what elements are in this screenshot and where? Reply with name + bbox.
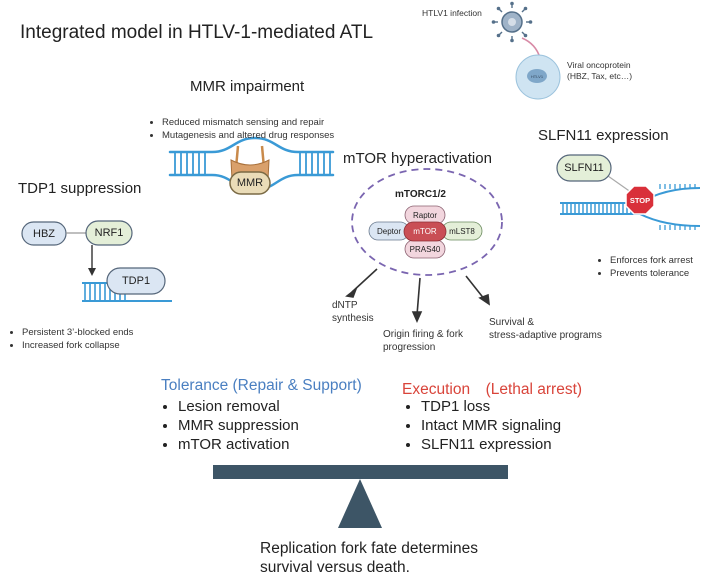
mtor-heading: mTOR hyperactivation: [343, 150, 492, 167]
execution-item-3: SLFN11 expression: [421, 435, 561, 454]
execution-list: TDP1 loss Intact MMR signaling SLFN11 ex…: [403, 397, 561, 454]
dntp-synthesis-label: dNTP synthesis: [332, 300, 374, 324]
mmr-protein-label: MMR: [236, 177, 264, 189]
footer-conclusion: Replication fork fate determines surviva…: [260, 540, 478, 576]
mtor-shape: [403, 221, 447, 242]
virus-icon: [491, 1, 533, 43]
viral-oncoprotein-label: Viral oncoprotein (HBZ, Tax, etc…): [567, 60, 657, 82]
slfn11-dna-fork: [560, 184, 701, 230]
mtorc-label: mTORC1/2: [395, 189, 446, 200]
viral-oncoprotein-title: Viral oncoprotein: [567, 60, 631, 70]
slfn11-label: SLFN11: [564, 162, 604, 174]
mlst8-label: mLST8: [449, 226, 475, 236]
execution-heading: Execution (Lethal arrest): [402, 381, 583, 398]
mtor-label: mTOR: [413, 227, 437, 236]
tdp1-bullets: Persistent 3’-blocked ends Increased for…: [10, 326, 210, 352]
tdp1-heading: TDP1 suppression: [18, 180, 142, 197]
tolerance-item-1: Lesion removal: [178, 397, 299, 416]
balance-scale-icon: [213, 465, 508, 528]
tdp1-label: TDP1: [121, 275, 151, 287]
deptor-label: Deptor: [376, 226, 401, 236]
mmr-bullets: Reduced mismatch sensing and repair Muta…: [150, 116, 370, 142]
execution-item-2: Intact MMR signaling: [421, 416, 561, 435]
mtorc-boundary: [351, 168, 503, 276]
tolerance-item-3: mTOR activation: [178, 435, 299, 454]
mtor-output-arrows: [345, 268, 490, 323]
tolerance-list: Lesion removal MMR suppression mTOR acti…: [160, 397, 299, 454]
nrf1-tdp1-arrowhead: [88, 268, 96, 276]
tolerance-heading: Tolerance (Repair & Support): [161, 377, 362, 394]
slfn11-heading: SLFN11 expression: [538, 127, 669, 144]
tdp1-bullet-2: Increased fork collapse: [22, 339, 210, 352]
stop-sign-icon: [625, 185, 655, 215]
nrf1-label: NRF1: [94, 227, 124, 239]
slfn11-bullets: Enforces fork arrest Prevents tolerance: [598, 254, 718, 280]
viral-oncoprotein-examples: (HBZ, Tax, etc…): [567, 71, 633, 81]
mmr-heading: MMR impairment: [190, 78, 305, 95]
pras40-label: PRAS40: [409, 244, 441, 254]
mmr-protein-icon: [229, 145, 271, 195]
tdp1-pill-shape: [106, 267, 166, 295]
mmr-bullet-1: Reduced mismatch sensing and repair: [162, 116, 370, 129]
stop-sign-label: STOP: [629, 195, 651, 205]
mmr-dna-helix: [168, 136, 335, 192]
origin-firing-label: Origin firing & fork progression: [383, 329, 464, 353]
htlv1-infection-label: HTLV1 infection: [422, 8, 482, 18]
infected-cell-label: HTLV1: [531, 74, 544, 79]
page-title: Integrated model in HTLV-1-mediated ATL: [20, 22, 374, 43]
execution-item-1: TDP1 loss: [421, 397, 561, 416]
mmr-bullet-2: Mutagenesis and altered drug responses: [162, 129, 370, 142]
tolerance-item-2: MMR suppression: [178, 416, 299, 435]
slfn11-bullet-2: Prevents tolerance: [610, 267, 718, 280]
tdp1-bullet-1: Persistent 3’-blocked ends: [22, 326, 210, 339]
raptor-label: Raptor: [412, 210, 437, 220]
slfn11-bullet-1: Enforces fork arrest: [610, 254, 718, 267]
nrf1-pill-shape: [85, 220, 133, 246]
hbz-label: HBZ: [33, 227, 55, 240]
slfn11-pill-shape: [556, 154, 612, 182]
infected-cell-icon: [515, 54, 561, 100]
survival-programs-label: Survival & stress-adaptive programs: [489, 317, 602, 341]
